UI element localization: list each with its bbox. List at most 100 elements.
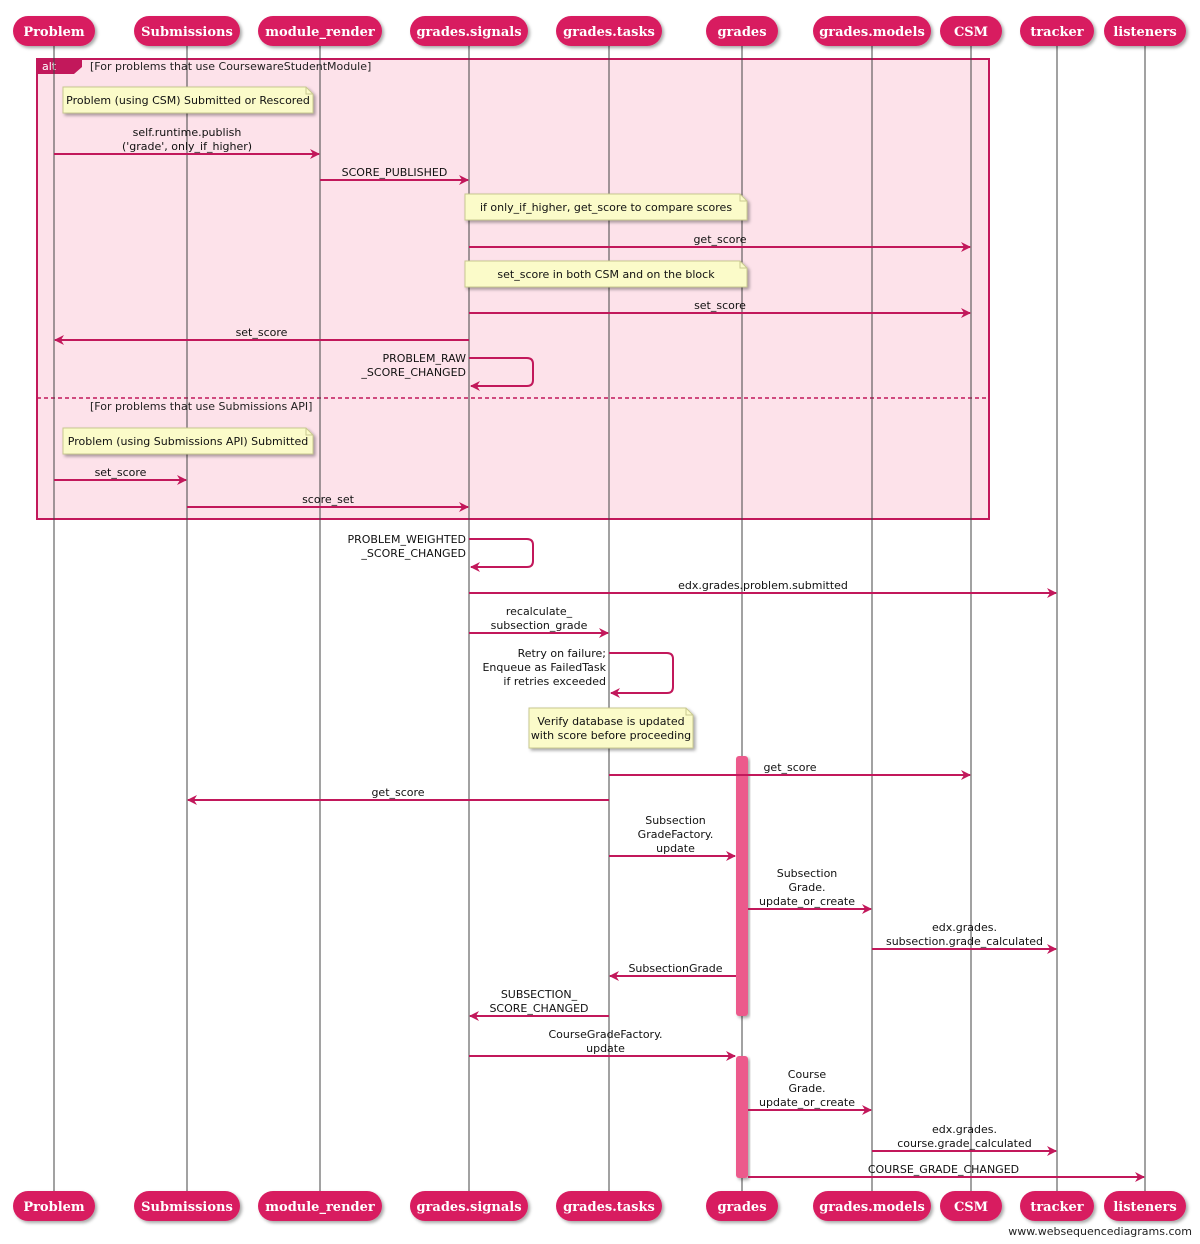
participant-label: tracker bbox=[1030, 1200, 1083, 1215]
message-m1: self.runtime.publish('grade', only_if_hi… bbox=[54, 126, 320, 159]
participant-label: grades bbox=[717, 25, 766, 40]
participant-box bbox=[1020, 16, 1094, 46]
message-m18: SubsectionGrade bbox=[609, 962, 736, 981]
participant-tracker-bottom: tracker bbox=[1020, 1191, 1094, 1221]
participant-models-top: grades.models bbox=[813, 16, 931, 46]
note-n4: Problem (using Submissions API) Submitte… bbox=[62, 427, 314, 455]
message-label: get_score bbox=[763, 761, 816, 774]
alt-guard-2: [For problems that use Submissions API] bbox=[90, 400, 312, 413]
message-label: SUBSECTION_SCORE_CHANGED bbox=[489, 988, 588, 1015]
message-m17: edx.grades.subsection.grade_calculated bbox=[872, 921, 1057, 954]
participant-label: listeners bbox=[1113, 25, 1176, 40]
participant-box bbox=[706, 16, 778, 46]
participant-label: Submissions bbox=[141, 25, 233, 40]
message-m10: edx.grades.problem.submitted bbox=[469, 579, 1057, 598]
alt-guard-1: [For problems that use CoursewareStudent… bbox=[90, 60, 371, 73]
participant-grades-bottom: grades bbox=[706, 1191, 778, 1221]
message-m11: recalculate_subsection_grade bbox=[469, 605, 609, 638]
participant-tasks-top: grades.tasks bbox=[556, 16, 662, 46]
participant-box bbox=[134, 1191, 240, 1221]
participant-problem-bottom: Problem bbox=[13, 1191, 95, 1221]
message-label: get_score bbox=[693, 233, 746, 246]
message-label: COURSE_GRADE_CHANGED bbox=[868, 1163, 1019, 1176]
message-m20: CourseGradeFactory.update bbox=[469, 1028, 736, 1061]
message-label: PROBLEM_RAW_SCORE_CHANGED bbox=[360, 352, 466, 379]
participant-label: module_render bbox=[265, 25, 375, 40]
participant-csm-bottom: CSM bbox=[940, 1191, 1002, 1221]
participant-label: grades.models bbox=[819, 1200, 925, 1215]
participant-box bbox=[13, 1191, 95, 1221]
participant-box bbox=[940, 1191, 1002, 1221]
participant-module_render-top: module_render bbox=[258, 16, 382, 46]
participant-label: grades.tasks bbox=[563, 25, 655, 40]
note-text: set_score in both CSM and on the block bbox=[497, 268, 715, 281]
activation-bar-grades-1 bbox=[736, 756, 748, 1016]
message-label: set_score bbox=[95, 466, 147, 479]
participant-box bbox=[410, 1191, 528, 1221]
participant-label: listeners bbox=[1113, 1200, 1176, 1215]
participant-box bbox=[706, 1191, 778, 1221]
note-n1: Problem (using CSM) Submitted or Rescore… bbox=[62, 86, 314, 114]
message-label: get_score bbox=[371, 786, 424, 799]
message-m19: SUBSECTION_SCORE_CHANGED bbox=[469, 988, 609, 1021]
participant-box bbox=[13, 16, 95, 46]
activation-bar-grades-2 bbox=[736, 1056, 748, 1178]
note-n2: if only_if_higher, get_score to compare … bbox=[464, 193, 748, 221]
participant-module_render-bottom: module_render bbox=[258, 1191, 382, 1221]
participant-models-bottom: grades.models bbox=[813, 1191, 931, 1221]
participant-box bbox=[940, 16, 1002, 46]
participant-box bbox=[134, 16, 240, 46]
message-label: SubsectionGrade bbox=[628, 962, 722, 975]
participant-box bbox=[1104, 1191, 1186, 1221]
message-m22: edx.grades.course.grade_calculated bbox=[872, 1123, 1057, 1156]
participant-signals-bottom: grades.signals bbox=[410, 1191, 528, 1221]
participant-label: grades bbox=[717, 1200, 766, 1215]
participant-box bbox=[1020, 1191, 1094, 1221]
message-m4: set_score bbox=[469, 299, 971, 318]
participant-label: grades.signals bbox=[416, 1200, 521, 1215]
participant-tracker-top: tracker bbox=[1020, 16, 1094, 46]
message-m9: PROBLEM_WEIGHTED_SCORE_CHANGED bbox=[347, 533, 534, 572]
participant-label: Problem bbox=[23, 25, 85, 40]
participant-grades-top: grades bbox=[706, 16, 778, 46]
participant-box bbox=[258, 16, 382, 46]
message-label: self.runtime.publish('grade', only_if_hi… bbox=[122, 126, 252, 153]
message-arrow bbox=[609, 652, 674, 698]
message-arrow bbox=[469, 357, 534, 391]
watermark: www.websequencediagrams.com bbox=[1008, 1225, 1192, 1238]
message-label: recalculate_subsection_grade bbox=[491, 605, 588, 632]
message-label: SCORE_PUBLISHED bbox=[342, 166, 448, 179]
message-m7: set_score bbox=[54, 466, 187, 485]
participant-label: grades.tasks bbox=[563, 1200, 655, 1215]
participant-box bbox=[556, 1191, 662, 1221]
message-m14: get_score bbox=[187, 786, 609, 805]
participant-box bbox=[556, 16, 662, 46]
note-text: Problem (using Submissions API) Submitte… bbox=[68, 435, 308, 448]
participant-signals-top: grades.signals bbox=[410, 16, 528, 46]
message-label: edx.grades.course.grade_calculated bbox=[897, 1123, 1032, 1150]
participant-box bbox=[258, 1191, 382, 1221]
message-m13: get_score bbox=[609, 761, 971, 780]
message-label: set_score bbox=[236, 326, 288, 339]
message-label: PROBLEM_WEIGHTED_SCORE_CHANGED bbox=[347, 533, 466, 560]
participant-label: Submissions bbox=[141, 1200, 233, 1215]
participant-label: Problem bbox=[23, 1200, 85, 1215]
participant-box bbox=[410, 16, 528, 46]
note-text: Problem (using CSM) Submitted or Rescore… bbox=[66, 94, 310, 107]
participant-submissions-top: Submissions bbox=[134, 16, 240, 46]
message-m6: PROBLEM_RAW_SCORE_CHANGED bbox=[360, 352, 534, 391]
message-m23: COURSE_GRADE_CHANGED bbox=[748, 1163, 1145, 1182]
participant-listeners-top: listeners bbox=[1104, 16, 1186, 46]
participant-label: CSM bbox=[954, 25, 988, 40]
message-label: edx.grades.subsection.grade_calculated bbox=[886, 921, 1043, 948]
